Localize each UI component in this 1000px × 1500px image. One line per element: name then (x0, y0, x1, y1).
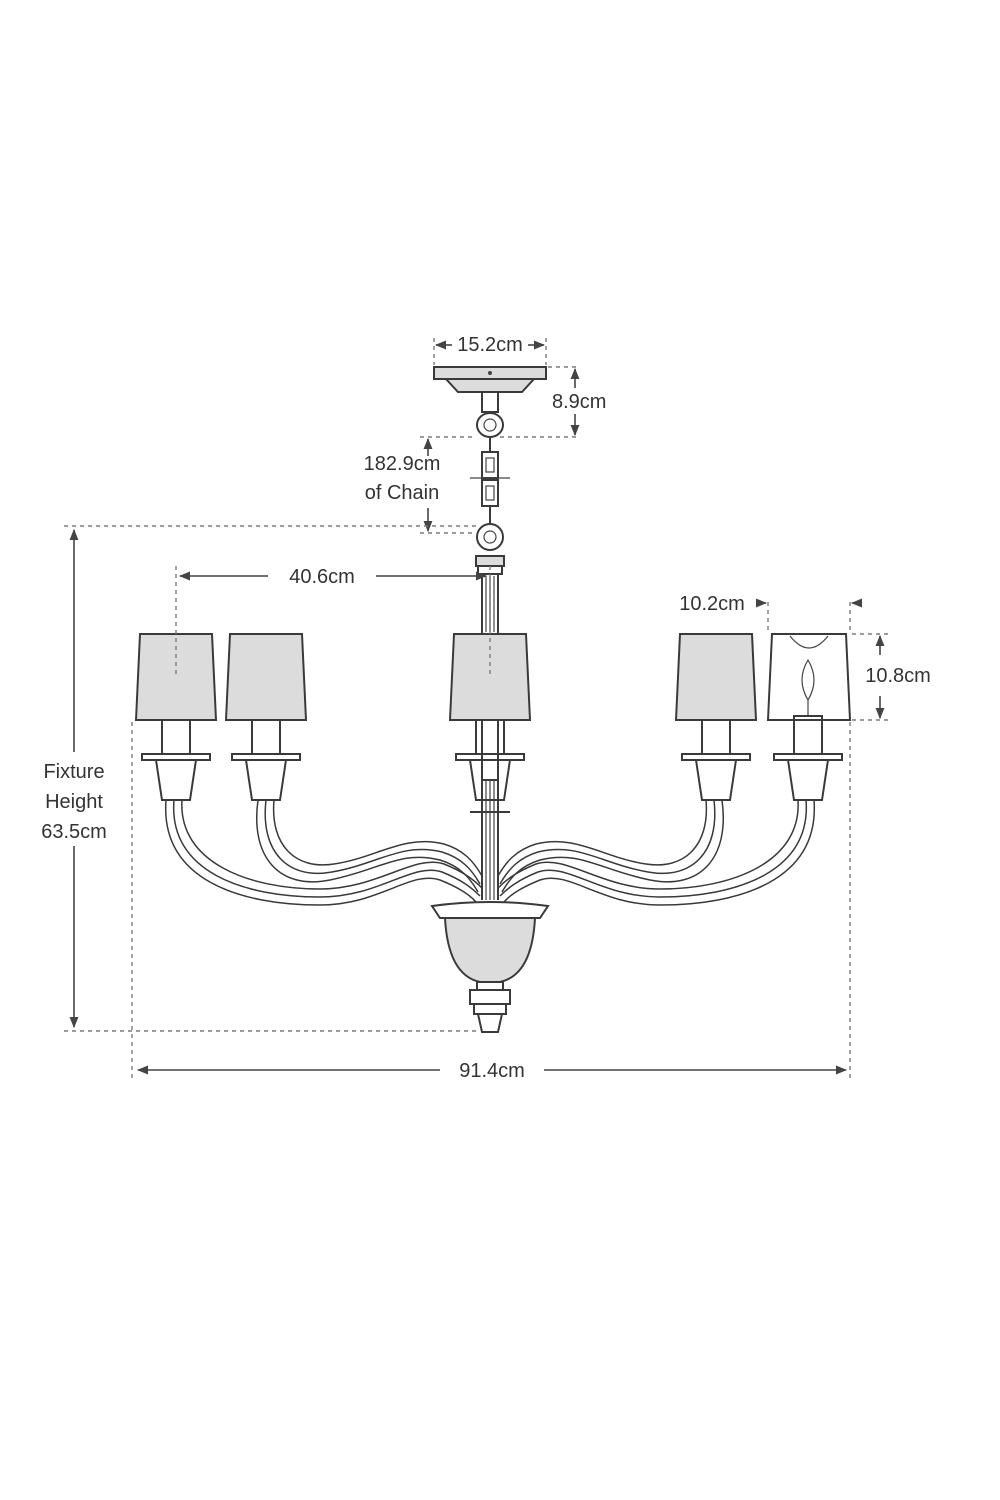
dim-canopy-height: 8.9cm (500, 366, 606, 438)
fixture-height-label-2: Height (45, 791, 103, 813)
chain (470, 391, 510, 551)
dim-shade-height: 10.8cm (852, 633, 931, 721)
dim-chain-length: 182.9cm of Chain (364, 436, 476, 534)
arms (165, 799, 815, 906)
candle-bulb (801, 658, 815, 702)
canopy (433, 366, 547, 393)
lamp-shade (674, 633, 758, 721)
fixture-height-label-3: 63.5cm (41, 821, 107, 843)
fixture-height-label-1: Fixture (43, 761, 104, 783)
lamp-shade-cutaway (766, 633, 852, 721)
light-2 (224, 633, 308, 801)
light-4 (674, 633, 758, 801)
shade-width-label: 10.2cm (679, 593, 745, 615)
arm-reach-label: 40.6cm (289, 566, 355, 588)
center-bowl (430, 901, 550, 1033)
lamp-shade (134, 633, 218, 721)
canopy-height-label: 8.9cm (552, 391, 606, 413)
dim-arm-reach: 40.6cm (175, 566, 491, 676)
dim-shade-width: 10.2cm (679, 593, 863, 632)
canopy-width-label: 15.2cm (457, 334, 523, 356)
light-1 (134, 633, 218, 801)
chain-length-label-1: 182.9cm (364, 453, 441, 475)
light-3-center (448, 633, 532, 801)
lamp-shade (448, 633, 532, 721)
dim-overall-width: 91.4cm (131, 722, 851, 1082)
overall-width-label: 91.4cm (459, 1060, 525, 1082)
dim-fixture-height: Fixture Height 63.5cm (41, 525, 480, 1032)
shade-height-label: 10.8cm (865, 665, 931, 687)
lamp-shade (224, 633, 308, 721)
light-5-cutaway (766, 633, 852, 801)
dim-canopy-width: 15.2cm (433, 334, 547, 365)
chain-length-label-2: of Chain (365, 482, 440, 504)
